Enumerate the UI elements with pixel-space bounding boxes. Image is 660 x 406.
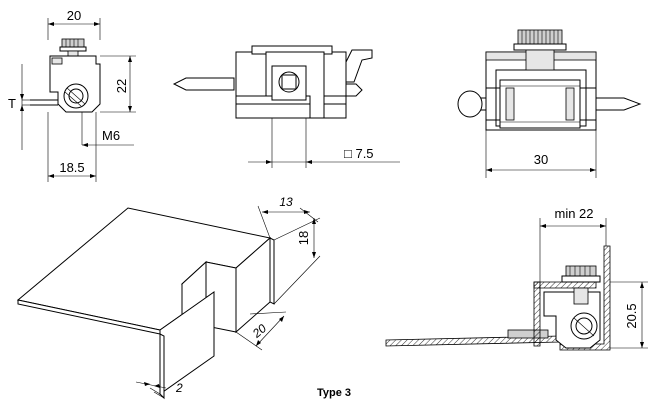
dim-side-gap: T: [8, 96, 16, 111]
top-view: 30: [457, 29, 642, 178]
side-view: 20 T 22 M6: [8, 8, 136, 182]
dim-top-width: 30: [534, 152, 548, 167]
figure-caption: Type 3: [317, 387, 351, 399]
dim-front-square: □ 7.5: [344, 146, 374, 161]
dim-plate-sheet: 2: [175, 381, 183, 395]
dim-side-height: 22: [114, 79, 129, 93]
dim-install-height: 20.5: [624, 303, 639, 328]
dim-side-base: 18.5: [59, 160, 84, 175]
front-view: □ 7.5: [172, 45, 400, 168]
dim-side-width: 20: [67, 8, 81, 23]
dim-side-thread: M6: [102, 128, 120, 143]
plate-view: 13 18 20 2: [16, 195, 321, 400]
dim-plate-flange: 20: [249, 321, 269, 341]
dim-plate-height: 18: [296, 231, 311, 245]
install-view: min 22 20.5: [385, 206, 648, 351]
dim-plate-thickness: 13: [279, 195, 293, 209]
dim-install-min: min 22: [554, 206, 593, 221]
